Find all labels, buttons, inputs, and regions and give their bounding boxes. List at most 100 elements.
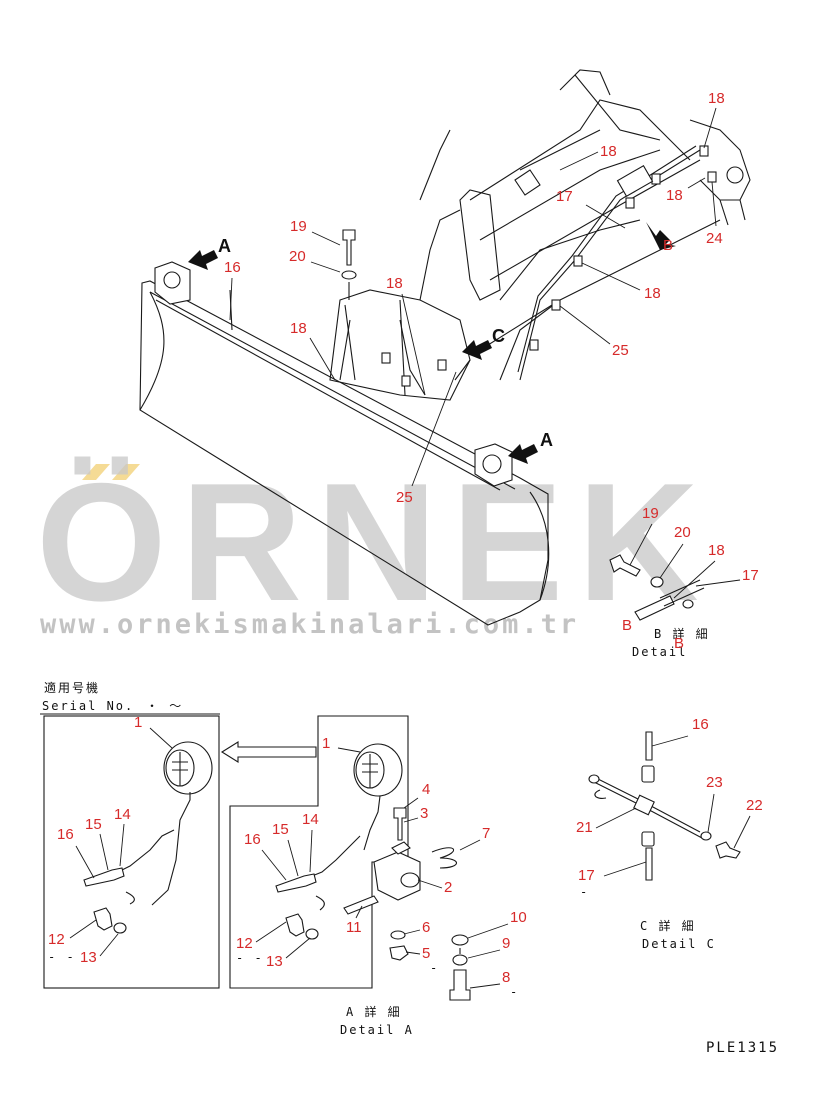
dash-mark-detail-a-3: - bbox=[510, 985, 519, 999]
callout-18-main-b: 18 bbox=[386, 275, 403, 292]
old-bolt-icon bbox=[93, 907, 113, 931]
detail-a-connector-icon bbox=[275, 873, 317, 893]
view-marker-a-bottom: A bbox=[540, 430, 553, 450]
callout-24-main: 24 bbox=[706, 230, 723, 247]
callout-18-detail-b: 18 bbox=[708, 542, 725, 559]
callout-1-old: 1 bbox=[134, 714, 142, 731]
callout-15-detail-a: 15 bbox=[272, 821, 289, 838]
detail-c-washer-23-icon bbox=[700, 831, 712, 841]
callout-20-main: 20 bbox=[289, 248, 306, 265]
detail-a-plate-4-icon bbox=[391, 841, 411, 855]
detail-a-washer-13-icon bbox=[305, 928, 319, 940]
callout-13-detail-a: 13 bbox=[266, 953, 283, 970]
callout-6-detail-a: 6 bbox=[422, 919, 430, 936]
callout-8-detail-a: 8 bbox=[502, 969, 510, 986]
detail-c-title-jp: C 詳 細 bbox=[640, 918, 696, 933]
detail-b-title-en: Detail bbox=[632, 645, 687, 659]
callout-23-detail-c: 23 bbox=[706, 774, 723, 791]
callout-18-main-d: 18 bbox=[708, 90, 725, 107]
detail-a-bolt-8-icon bbox=[449, 969, 471, 1001]
callout-20-detail-b: 20 bbox=[674, 524, 691, 541]
callout-18-main-c: 18 bbox=[600, 143, 617, 160]
detail-c-title-en: Detail C bbox=[642, 937, 716, 951]
view-marker-a-top: A bbox=[218, 236, 231, 256]
old-lamp-icon bbox=[163, 741, 213, 795]
callout-5-detail-a: 5 bbox=[422, 945, 430, 962]
callout-12-detail-a: 12 bbox=[236, 935, 253, 952]
dash-mark-detail-c: - bbox=[580, 885, 589, 899]
detail-c-bolt-22-icon bbox=[715, 841, 741, 859]
callout-25-main-a: 25 bbox=[612, 342, 629, 359]
old-type-frame bbox=[43, 715, 220, 989]
detail-b: 19 20 18 17 B B 詳 細 Detail B bbox=[609, 505, 759, 659]
washer-20-icon bbox=[341, 270, 357, 280]
callout-18-main-a: 18 bbox=[290, 320, 307, 337]
callout-15-old: 15 bbox=[85, 816, 102, 833]
old-type-panel: 1 16 15 14 12 13 - - bbox=[43, 714, 220, 989]
view-arrows: A A C B bbox=[188, 222, 676, 464]
detail-c-clip-17-icon bbox=[645, 847, 653, 881]
detail-a-frame bbox=[229, 715, 409, 989]
callout-7-detail-a: 7 bbox=[482, 825, 490, 842]
hose-route bbox=[229, 149, 701, 396]
dash-mark-detail-a-2: - bbox=[430, 961, 439, 975]
callout-25-main-b: 25 bbox=[396, 489, 413, 506]
watermark-accent-right bbox=[112, 464, 140, 480]
view-arrow-b-icon bbox=[646, 222, 676, 250]
detail-b-marker-left: B bbox=[622, 617, 632, 634]
detail-a-spring-7-icon bbox=[431, 847, 458, 869]
dash-mark-old: - - bbox=[48, 950, 76, 964]
callout-16-main: 16 bbox=[224, 259, 241, 276]
callout-22-detail-c: 22 bbox=[746, 797, 763, 814]
callout-11-detail-a: 11 bbox=[346, 919, 362, 936]
detail-c: 16 23 22 21 17 - C 詳 細 Detail C bbox=[576, 716, 763, 951]
serial-range: ・ 〜 bbox=[146, 699, 183, 713]
callout-14-old: 14 bbox=[114, 806, 131, 823]
view-arrow-c-icon bbox=[462, 340, 492, 360]
blade-bracket-right bbox=[474, 443, 513, 487]
callout-17-detail-b: 17 bbox=[742, 567, 759, 584]
watermark-url: www.ornekismakinalari.com.tr bbox=[40, 609, 579, 640]
watermark: ÖRNEK www.ornekismakinalari.com.tr bbox=[36, 448, 713, 640]
callout-2-detail-a: 2 bbox=[444, 879, 452, 896]
callout-3-detail-a: 3 bbox=[420, 805, 428, 822]
dash-mark-detail-a-1: - - bbox=[236, 951, 264, 965]
watermark-accent-left bbox=[82, 464, 110, 480]
main-callouts: 16 19 20 18 18 18 17 18 18 24 18 25 25 bbox=[224, 90, 725, 506]
detail-a-title-en: Detail A bbox=[340, 1023, 414, 1037]
detail-a-washer-9-icon bbox=[452, 954, 468, 966]
part-code: PLE1315 bbox=[706, 1040, 779, 1056]
watermark-brand: ÖRNEK bbox=[36, 448, 713, 636]
replacement-arrow-icon bbox=[220, 741, 317, 763]
callout-17-main: 17 bbox=[556, 188, 573, 205]
callout-10-detail-a: 10 bbox=[510, 909, 527, 926]
detail-b-marker-right: B bbox=[674, 635, 684, 652]
view-marker-b: B bbox=[663, 237, 673, 254]
callout-9-detail-a: 9 bbox=[502, 935, 510, 952]
serial-label-jp: 適用号機 bbox=[44, 680, 100, 695]
callout-19-detail-b: 19 bbox=[642, 505, 659, 522]
detail-c-clamp-icon bbox=[633, 794, 655, 816]
detail-a-bolt-3-icon bbox=[393, 807, 407, 841]
old-connector-icon bbox=[83, 867, 125, 887]
blade-bracket-left bbox=[154, 261, 191, 305]
callout-16-detail-a: 16 bbox=[244, 831, 261, 848]
detail-a-washer-10-icon bbox=[451, 934, 469, 946]
detail-a-bolt-12-icon bbox=[285, 913, 305, 937]
main-assembly-drawing bbox=[139, 69, 751, 626]
detail-c-sleeve-icon bbox=[641, 765, 655, 783]
callout-4-detail-a: 4 bbox=[422, 781, 430, 798]
bolt-19-icon bbox=[342, 229, 356, 266]
view-arrow-a-top-icon bbox=[188, 250, 218, 270]
callout-18-main-f: 18 bbox=[644, 285, 661, 302]
view-marker-c: C bbox=[492, 326, 505, 346]
callout-18-main-e: 18 bbox=[666, 187, 683, 204]
callout-14-detail-a: 14 bbox=[302, 811, 319, 828]
detail-b-title-jp: B 詳 細 bbox=[654, 626, 710, 641]
view-arrow-a-bottom-icon bbox=[508, 444, 538, 464]
callout-17-detail-c: 17 bbox=[578, 867, 595, 884]
detail-a-clip-11-icon bbox=[343, 895, 379, 915]
old-washer-icon bbox=[113, 922, 127, 934]
